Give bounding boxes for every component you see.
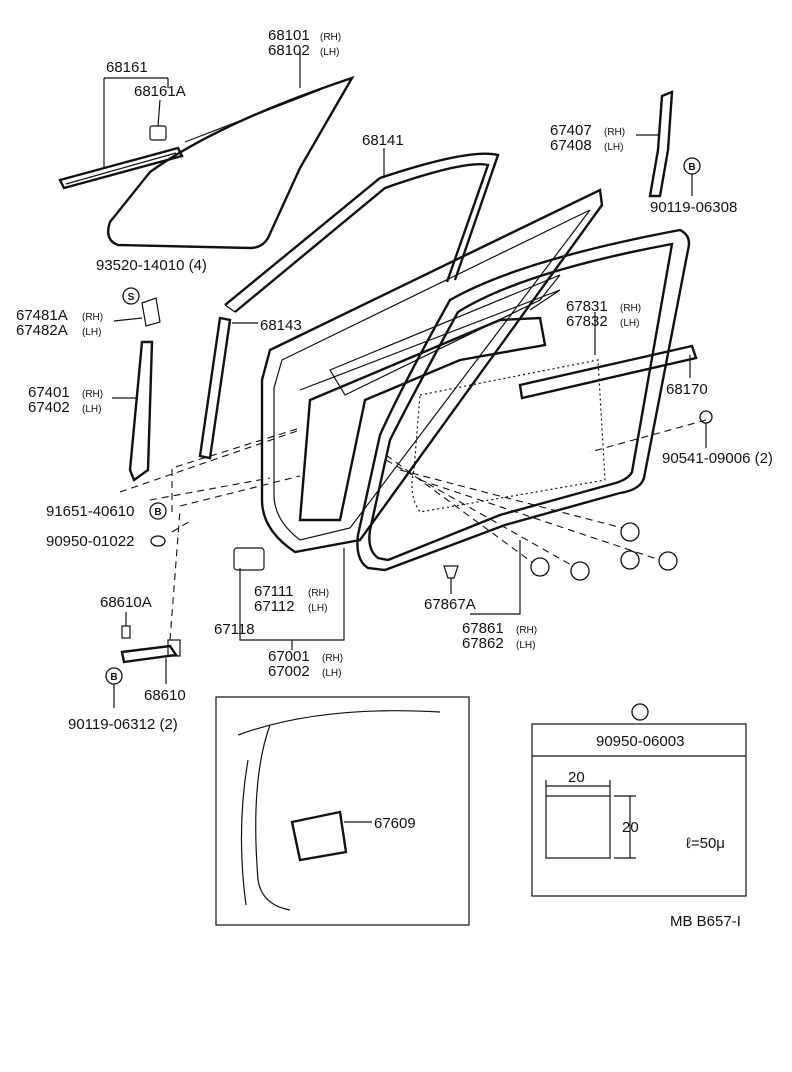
label-67001-side: (RH) — [322, 653, 343, 664]
label-67482A-side: (LH) — [82, 327, 101, 338]
label-67861: 67861 — [462, 620, 504, 637]
label-67407: 67407 — [550, 122, 592, 139]
label-68101-side: (RH) — [320, 32, 341, 43]
label-91651: 91651-40610 — [46, 503, 134, 520]
label-67831: 67831 — [566, 298, 608, 315]
label-68610: 68610 — [144, 687, 186, 704]
inset-box-67609 — [215, 696, 470, 926]
dash-guides-left — [119, 427, 301, 533]
screw-symbol-93520 — [122, 287, 140, 305]
inset-door-lines — [237, 710, 441, 911]
label-67118: 67118 — [214, 621, 255, 638]
label-68102-side: (LH) — [320, 47, 339, 58]
leader-67481A — [113, 317, 143, 322]
label-67112: 67112 — [254, 598, 295, 615]
footer-code: MB B657-I — [670, 913, 741, 930]
label-68161: 68161 — [106, 59, 148, 76]
division-bar-68143 — [198, 316, 232, 460]
spec-square — [545, 795, 611, 859]
leader-68161A — [157, 99, 161, 127]
label-67402: 67402 — [28, 399, 70, 416]
label-90119-06308: 90119-06308 — [650, 199, 737, 216]
label-68102: 68102 — [268, 42, 310, 59]
label-67832: 67832 — [566, 313, 608, 330]
label-90119-06312: 90119-06312 (2) — [68, 716, 178, 733]
clip-4 — [620, 550, 640, 570]
label-67482A: 67482A — [16, 322, 68, 339]
service-hole-cover — [411, 359, 606, 513]
label-67862: 67862 — [462, 635, 504, 652]
door-inner-frame — [298, 289, 561, 522]
clip-2 — [570, 561, 590, 581]
clip-1 — [530, 557, 550, 577]
label-67408: 67408 — [550, 137, 592, 154]
clip-90950-01022 — [150, 535, 166, 547]
bolt-letter-3: B — [110, 672, 117, 683]
label-67111: 67111 — [254, 583, 294, 600]
dash-hinge — [169, 509, 181, 641]
label-67831-side: (RH) — [620, 303, 641, 314]
clip-3 — [620, 522, 640, 542]
belt-molding-68170 — [518, 344, 698, 400]
screw-letter: S — [128, 292, 135, 303]
label-68610A: 68610A — [100, 594, 152, 611]
label-67408-side: (LH) — [604, 142, 623, 153]
label-68143: 68143 — [260, 317, 302, 334]
label-67111-side: (RH) — [308, 588, 329, 599]
label-93520: 93520-14010 (4) — [96, 257, 207, 274]
label-68101: 68101 — [268, 27, 310, 44]
spec-clip-symbol — [631, 703, 649, 721]
pillar-molding-67407 — [648, 90, 674, 198]
bolt-letter-2: B — [154, 507, 161, 518]
label-67481A: 67481A — [16, 307, 68, 324]
label-67862-side: (LH) — [516, 640, 535, 651]
label-67481A-side: (RH) — [82, 312, 103, 323]
label-67002-side: (LH) — [322, 668, 341, 679]
label-68170: 68170 — [666, 381, 708, 398]
dash-fasteners — [385, 454, 661, 571]
label-67402-side: (LH) — [82, 404, 101, 415]
label-67002: 67002 — [268, 663, 310, 680]
label-67112-side: (LH) — [308, 603, 327, 614]
bolt-68610A — [121, 625, 131, 639]
label-dim-height: 20 — [622, 819, 639, 836]
spec-box — [531, 723, 747, 897]
label-67001: 67001 — [268, 648, 310, 665]
door-check-68610 — [120, 639, 181, 664]
label-67832-side: (LH) — [620, 318, 639, 329]
glass-channel-68161 — [58, 146, 184, 190]
label-67867A: 67867A — [424, 596, 476, 613]
label-thickness: ℓ=50μ — [686, 835, 725, 852]
label-90950-06003: 90950-06003 — [596, 733, 684, 750]
bolt-letter: B — [688, 162, 695, 173]
clip-68161A — [149, 125, 167, 141]
pad-67609 — [290, 810, 348, 862]
label-dim-width: 20 — [568, 769, 585, 786]
door-glass — [107, 75, 355, 250]
leader-67861 — [470, 540, 521, 615]
leader-68161 — [103, 77, 169, 168]
label-68161A: 68161A — [134, 83, 186, 100]
bolt-symbol-91651 — [149, 502, 167, 520]
label-67407-side: (RH) — [604, 127, 625, 138]
label-68141: 68141 — [362, 132, 404, 149]
pad-67118 — [233, 547, 265, 571]
dash-90541 — [589, 419, 707, 453]
clip-5 — [658, 551, 678, 571]
label-90541: 90541-09006 (2) — [662, 450, 773, 467]
front-run-67401 — [128, 340, 154, 482]
label-90950-01022: 90950-01022 — [46, 533, 134, 550]
label-67401-side: (RH) — [82, 389, 103, 400]
bracket-67481A — [141, 297, 161, 327]
label-67609: 67609 — [374, 815, 416, 832]
weatherstrip-68141 — [224, 152, 500, 313]
dim-width-line — [545, 780, 611, 796]
door-weatherstrip-67861 — [356, 228, 691, 572]
label-67861-side: (RH) — [516, 625, 537, 636]
clip-67867A — [443, 565, 459, 579]
dim-height-line — [614, 795, 636, 859]
label-67401: 67401 — [28, 384, 70, 401]
